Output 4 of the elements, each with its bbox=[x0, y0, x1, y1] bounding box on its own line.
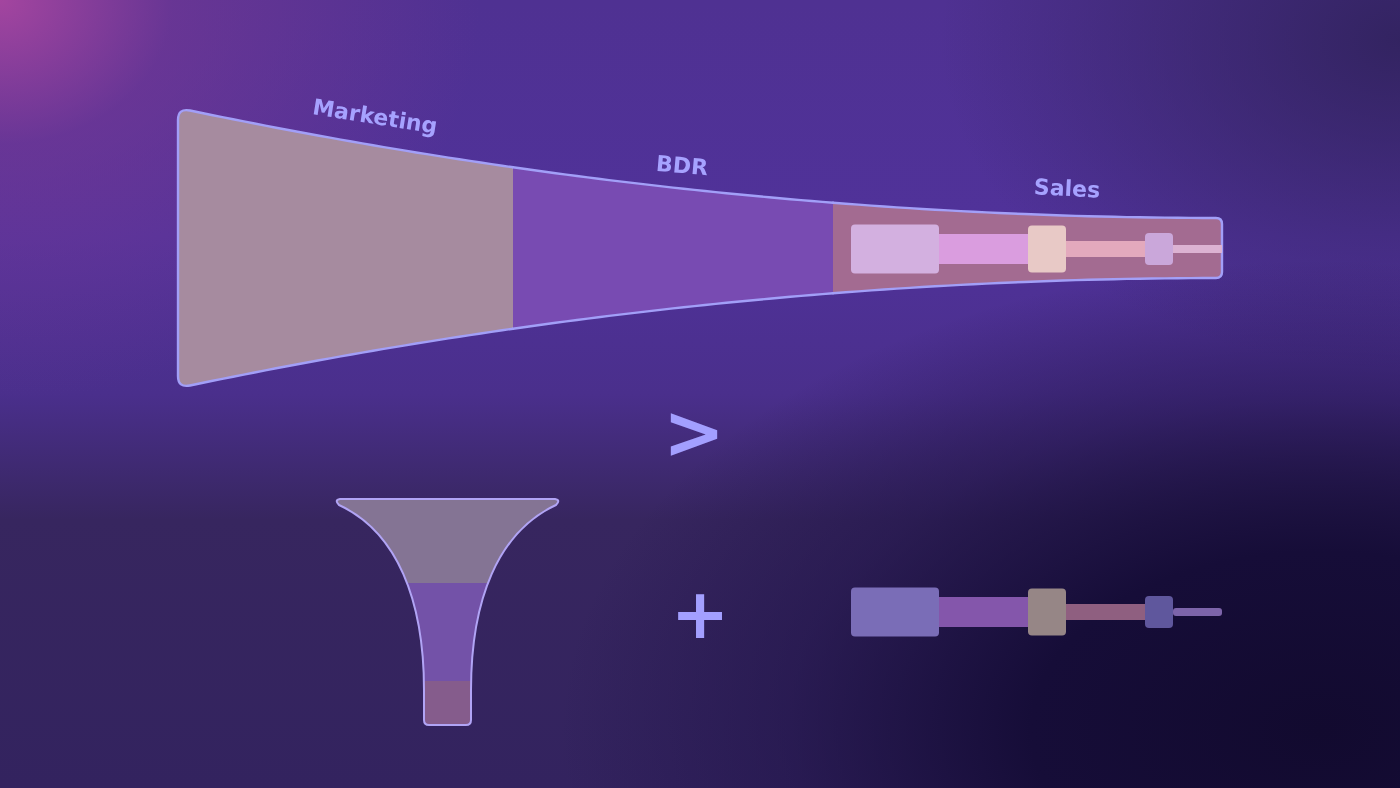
stage-label: BDR bbox=[655, 152, 709, 180]
greater-than-sign: > bbox=[663, 395, 725, 469]
plus-sign: + bbox=[670, 579, 730, 649]
stage-label: Sales bbox=[1033, 176, 1101, 202]
